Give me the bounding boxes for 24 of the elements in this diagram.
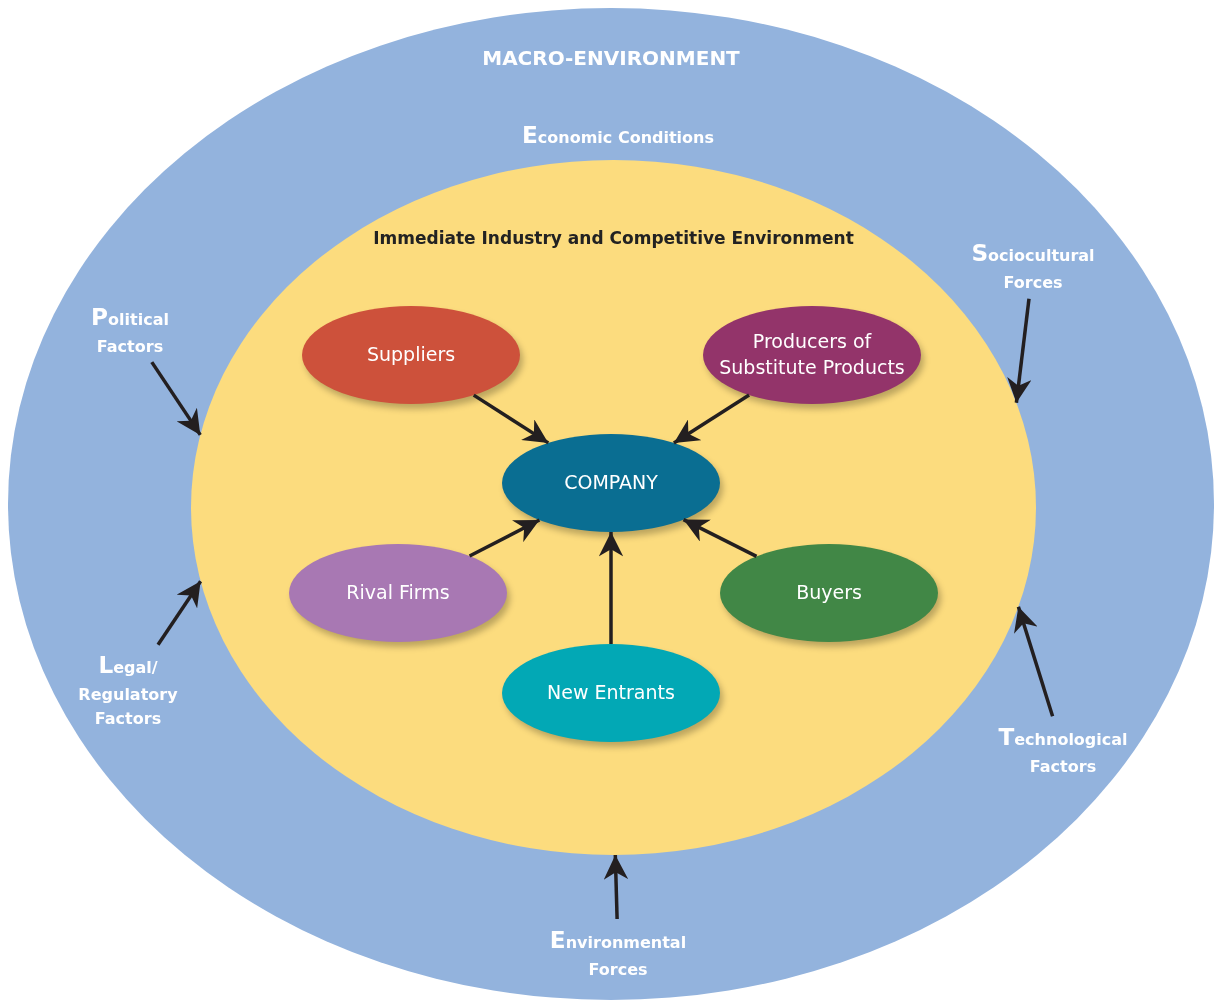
ellipse-title: Immediate Industry and Competitive Environment xyxy=(373,228,854,248)
node-label: Buyers xyxy=(795,580,863,606)
ellipse-title: MACRO-ENVIRONMENT xyxy=(482,46,740,70)
arrow xyxy=(598,532,624,644)
factor-label: Economic Conditions xyxy=(521,120,715,150)
arrow xyxy=(1014,606,1055,717)
factor-label: Technological Factors xyxy=(983,720,1143,779)
arrow xyxy=(472,393,550,445)
node-label: Suppliers xyxy=(365,342,457,368)
arrow xyxy=(682,518,758,558)
arrow xyxy=(156,580,203,646)
node-label: COMPANY xyxy=(563,470,659,496)
factor-label: Political Factors xyxy=(70,300,190,359)
arrow xyxy=(150,361,202,436)
arrow xyxy=(603,854,629,920)
factor-label: Environmental Forces xyxy=(523,923,713,982)
node-label: Rival Firms xyxy=(345,580,451,606)
node-label: Producers of Substitute Products xyxy=(718,329,906,380)
node-label: New Entrants xyxy=(546,680,676,706)
arrow xyxy=(672,393,751,445)
arrow xyxy=(1007,298,1032,403)
arrow xyxy=(468,518,541,558)
factor-label: Legal/ Regulatory Factors xyxy=(58,648,198,731)
factor-label: Sociocultural Forces xyxy=(958,236,1108,295)
